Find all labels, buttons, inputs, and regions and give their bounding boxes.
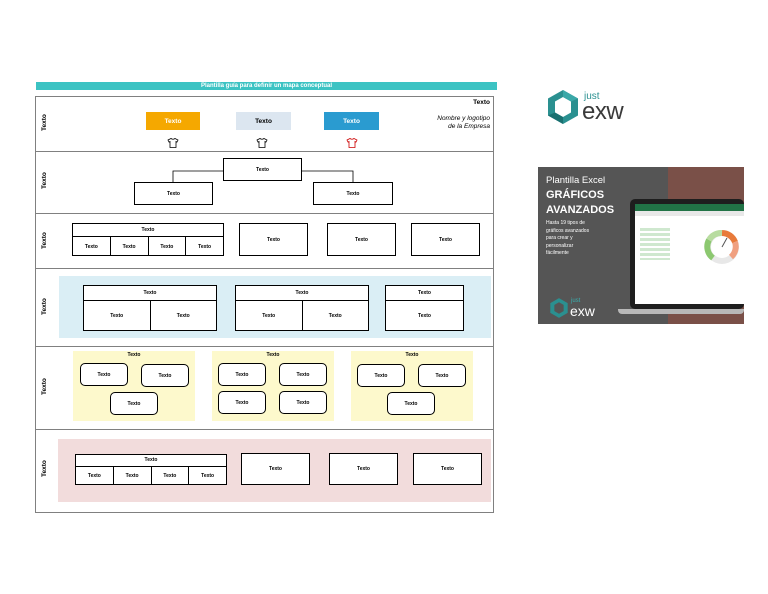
- group-box: Texto Texto Texto Texto Texto: [75, 454, 227, 485]
- group-box: Texto Texto Texto: [83, 285, 217, 331]
- group-cell[interactable]: Texto: [149, 301, 217, 331]
- row-label: Texto: [41, 378, 48, 396]
- group-box: Texto Texto: [385, 285, 464, 331]
- banner-logo-big-text: exw: [570, 303, 595, 319]
- group-title: Texto: [84, 286, 216, 301]
- group-box: Texto Texto Texto: [235, 285, 369, 331]
- group-cell[interactable]: Texto: [87, 473, 101, 479]
- group-cell[interactable]: Texto: [418, 313, 431, 319]
- header-button-orange[interactable]: Texto: [146, 112, 200, 130]
- node-box[interactable]: Texto: [413, 453, 482, 485]
- group-box: Texto Texto Texto Texto Texto: [72, 223, 224, 256]
- promo-line2: GRÁFICOS: [546, 189, 605, 201]
- company-line: de la Empresa: [448, 123, 490, 130]
- group-cell[interactable]: Texto: [84, 243, 98, 250]
- corner-text: Texto: [473, 99, 490, 106]
- group-title: Texto: [405, 352, 419, 358]
- row-label: Texto: [41, 232, 48, 250]
- laptop-base: [618, 309, 744, 314]
- child-node-right[interactable]: Texto: [313, 182, 393, 205]
- promo-desc-line: personalizar: [546, 242, 574, 249]
- hexagon-logo-icon: [550, 298, 568, 318]
- row-label: Texto: [41, 460, 48, 478]
- promo-banner[interactable]: Plantilla Excel GRÁFICOS AVANZADOS Hasta…: [538, 167, 744, 324]
- group-cell[interactable]: Texto: [110, 313, 124, 319]
- shirt-icon: [256, 138, 268, 148]
- group-cell[interactable]: Texto: [109, 237, 148, 256]
- excel-toolbar: [635, 211, 744, 216]
- rounded-node[interactable]: Texto: [418, 364, 466, 387]
- group-cell[interactable]: Texto: [150, 467, 189, 485]
- rounded-node[interactable]: Texto: [279, 363, 327, 386]
- node-box[interactable]: Texto: [241, 453, 310, 485]
- row-divider: [35, 346, 494, 347]
- promo-line1: Plantilla Excel: [546, 175, 606, 186]
- group-title: Texto: [236, 286, 368, 301]
- group-title: Texto: [266, 352, 280, 358]
- rounded-node[interactable]: Texto: [80, 363, 128, 386]
- hierarchy-connectors: [172, 170, 354, 182]
- rounded-node[interactable]: Texto: [387, 392, 435, 415]
- promo-desc-line: para crear y: [546, 235, 573, 241]
- excel-ribbon: [635, 204, 744, 211]
- row-divider: [35, 151, 494, 152]
- top-node[interactable]: Texto: [223, 158, 302, 181]
- row-divider: [35, 213, 494, 214]
- row-label: Texto: [41, 298, 48, 316]
- donut-chart-icon: [704, 230, 739, 264]
- shirt-icon: [167, 138, 179, 148]
- rounded-node[interactable]: Texto: [141, 364, 189, 387]
- promo-desc-line: gráficos avanzados: [546, 227, 590, 234]
- rounded-node[interactable]: Texto: [218, 363, 266, 386]
- rounded-node[interactable]: Texto: [218, 391, 266, 414]
- promo-line3: AVANZADOS: [546, 204, 615, 216]
- rounded-node[interactable]: Texto: [357, 364, 405, 387]
- rounded-node[interactable]: Texto: [279, 391, 327, 414]
- logo-big-text: exw: [582, 98, 624, 125]
- company-name-logo: Nombre y logotipo de la Empresa: [400, 115, 490, 131]
- company-line: Nombre y logotipo: [437, 115, 490, 122]
- group-title: Texto: [73, 224, 223, 237]
- row-divider: [35, 429, 494, 430]
- justexw-logo[interactable]: just exw: [544, 88, 636, 128]
- promo-desc-line: fácilmente: [546, 250, 569, 256]
- promo-description: Hasta 19 tipos de gráficos avanzados par…: [546, 220, 589, 258]
- header-button-blue[interactable]: Texto: [324, 112, 379, 130]
- group-cell[interactable]: Texto: [112, 467, 151, 485]
- node-box[interactable]: Texto: [239, 223, 308, 256]
- shirt-icon: [346, 138, 358, 148]
- row-label: Texto: [41, 114, 48, 132]
- template-title: Plantilla guía para definir un mapa conc…: [36, 82, 497, 90]
- group-title: Texto: [386, 286, 463, 301]
- rounded-node[interactable]: Texto: [110, 392, 158, 415]
- group-title: Texto: [127, 352, 141, 358]
- header-button-lightblue[interactable]: Texto: [236, 112, 291, 130]
- promo-desc-line: Hasta 19 tipos de: [546, 220, 585, 226]
- concept-map-frame: [35, 96, 494, 513]
- row-label: Texto: [41, 172, 48, 190]
- row-divider: [35, 268, 494, 269]
- group-cell[interactable]: Texto: [147, 237, 186, 256]
- banner-logo-small-text: just: [571, 298, 581, 304]
- group-cell[interactable]: Texto: [185, 237, 223, 256]
- node-box[interactable]: Texto: [411, 223, 480, 256]
- hexagon-logo-icon: [548, 90, 578, 124]
- node-box[interactable]: Texto: [327, 223, 396, 256]
- excel-table: [640, 228, 670, 260]
- laptop-screen: [635, 204, 744, 304]
- group-title: Texto: [76, 455, 226, 467]
- node-box[interactable]: Texto: [329, 453, 398, 485]
- group-cell[interactable]: Texto: [301, 301, 369, 331]
- group-cell[interactable]: Texto: [188, 467, 226, 485]
- group-cell[interactable]: Texto: [262, 313, 276, 319]
- child-node-left[interactable]: Texto: [134, 182, 213, 205]
- logo-small-text: just: [584, 91, 600, 102]
